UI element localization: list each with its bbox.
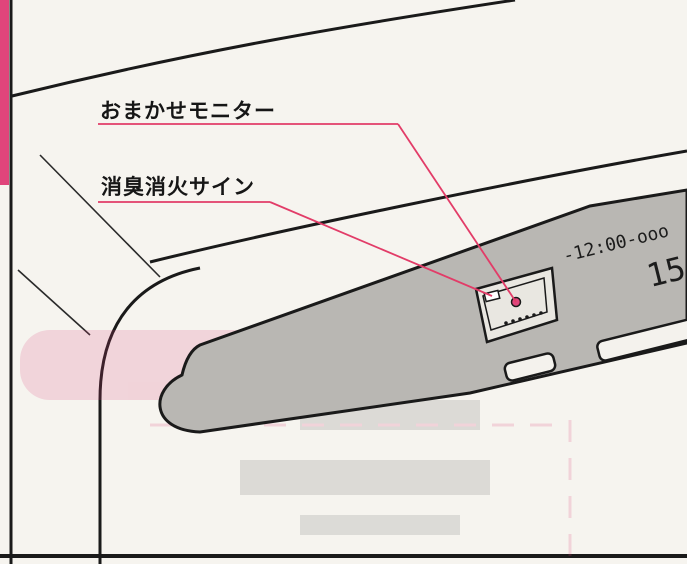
panel-button-right [596, 318, 687, 362]
appliance-mid-edge [149, 149, 687, 264]
shade-line-2 [17, 269, 91, 336]
callout-deodorize-extinguish-sign: 消臭消火サイン [101, 175, 255, 199]
panel-button-left [503, 352, 557, 382]
shade-line-1 [39, 154, 161, 278]
appliance-top-edge [11, 0, 516, 98]
monitor-dots [504, 311, 543, 325]
accent-strip [0, 0, 9, 185]
control-panel [158, 188, 687, 434]
monitor-inner-frame [482, 277, 548, 331]
callout-omakase-monitor: おまかせモニター [100, 99, 276, 123]
leader-line-sign [269, 201, 493, 297]
appliance-front-curve [98, 266, 201, 564]
leader-line-monitor [397, 123, 517, 303]
